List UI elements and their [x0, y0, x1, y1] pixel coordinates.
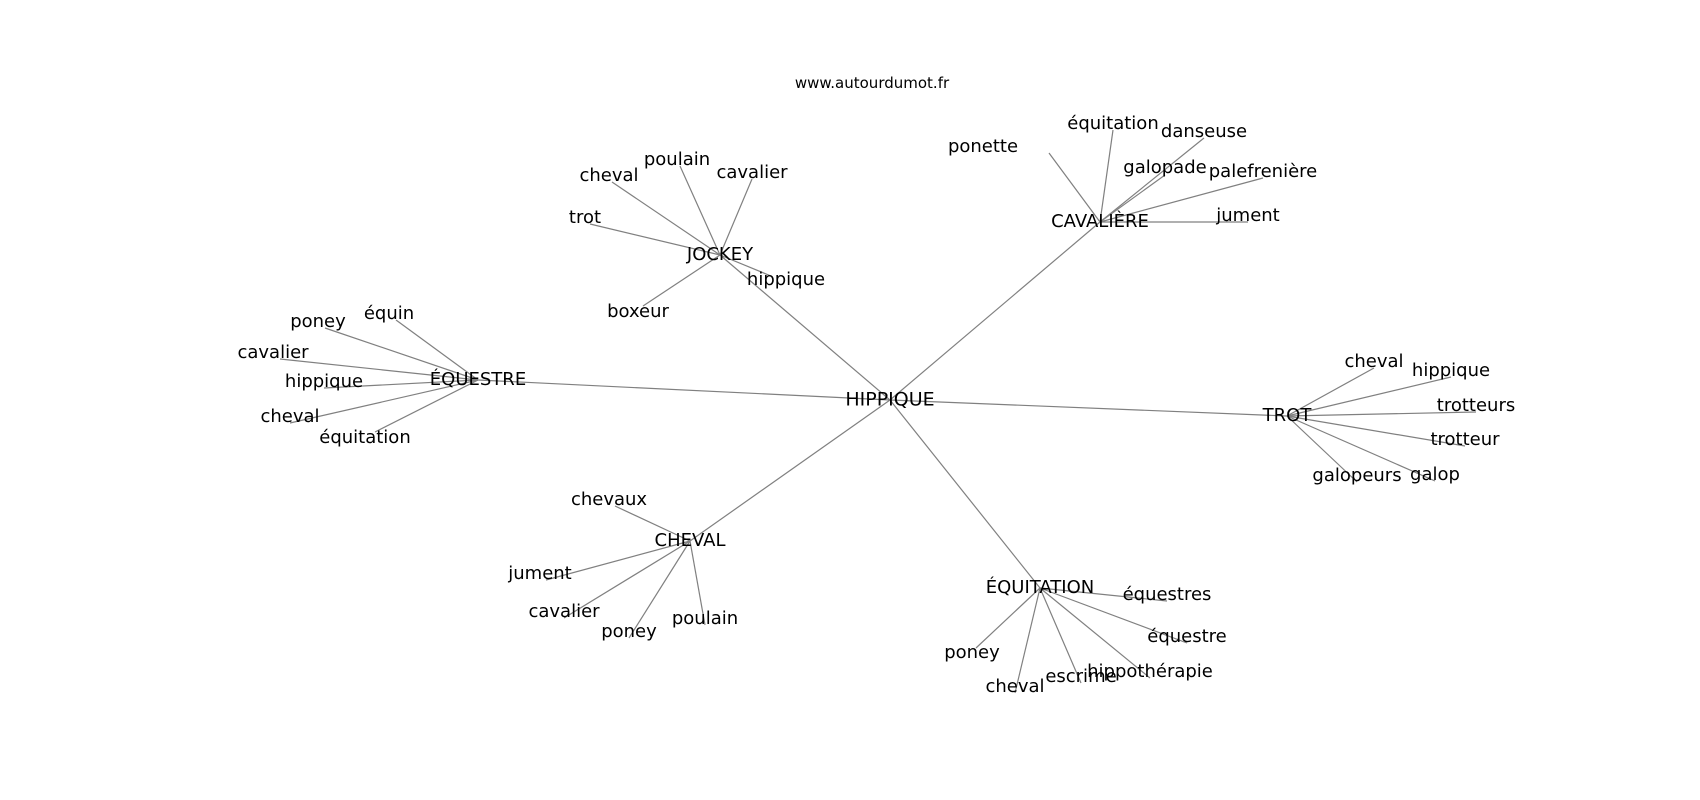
leaf-word: cheval: [1344, 351, 1403, 372]
leaf-word: cavalier: [237, 342, 309, 363]
leaf-word: équestres: [1123, 584, 1212, 605]
leaf-word: poulain: [672, 608, 738, 629]
edge-hub-to-leaf: [679, 165, 721, 256]
edge-center-to-hub: [889, 221, 1101, 401]
center-word: HIPPIQUE: [845, 389, 934, 411]
leaf-word: jument: [1215, 205, 1279, 226]
edge-hub-to-leaf: [1014, 587, 1041, 694]
edge-center-to-hub: [889, 399, 1041, 589]
leaf-word: poney: [290, 311, 346, 332]
edge-center-to-hub: [689, 399, 891, 542]
edge-hub-to-leaf: [1099, 177, 1264, 223]
edge-hub-to-leaf: [1286, 415, 1436, 482]
leaf-word: trot: [569, 207, 601, 228]
leaf-word: chevaux: [571, 489, 647, 510]
edge-hub-to-leaf: [324, 327, 479, 381]
edge-hub-to-leaf: [628, 540, 691, 639]
leaf-word: équestre: [1147, 626, 1227, 647]
edge-hub-to-leaf: [1039, 587, 1082, 684]
leaf-word: ponette: [948, 136, 1018, 157]
edge-hub-to-leaf: [1286, 411, 1477, 417]
leaf-word: équitation: [1067, 113, 1158, 134]
edge-hub-to-leaf: [1048, 152, 1101, 223]
edge-hub-to-leaf: [1099, 129, 1114, 223]
edge-hub-to-leaf: [289, 379, 479, 424]
edge-hub-to-leaf: [611, 181, 721, 256]
leaf-word: équin: [364, 303, 414, 324]
hub-word: ÉQUITATION: [986, 576, 1094, 598]
hub-word: TROT: [1262, 405, 1313, 426]
edge-hub-to-leaf: [563, 540, 691, 619]
edge-hub-to-leaf: [374, 379, 479, 433]
edge-hub-to-leaf: [1039, 587, 1188, 644]
leaf-word: hippique: [747, 269, 825, 290]
edge-hub-to-leaf: [719, 254, 772, 277]
edge-hub-to-leaf: [323, 379, 479, 389]
edge-hub-to-leaf: [975, 587, 1041, 649]
leaf-word: palefrenière: [1209, 161, 1318, 182]
leaf-word: hippique: [1412, 360, 1490, 381]
leaf-word: hippothérapie: [1087, 661, 1213, 682]
leaf-word: cavalier: [716, 162, 788, 183]
edge-hub-to-leaf: [545, 540, 691, 581]
leaf-word: cavalier: [528, 601, 600, 622]
labels-layer: www.autourdumot.fr HIPPIQUE cheval poulai…: [237, 74, 1515, 697]
leaf-word: poulain: [644, 149, 710, 170]
leaf-word: jument: [507, 563, 571, 584]
hub-word: CAVALIÈRE: [1051, 210, 1149, 232]
hub-word: CHEVAL: [655, 530, 726, 551]
leaf-word: galopeurs: [1312, 465, 1401, 486]
edge-hub-to-leaf: [1286, 415, 1358, 483]
leaf-word: boxeur: [607, 301, 669, 322]
leaf-word: poney: [601, 621, 657, 642]
edge-center-to-hub: [889, 399, 1288, 417]
leaf-word: danseuse: [1161, 121, 1247, 142]
edge-hub-to-leaf: [1099, 137, 1205, 223]
edge-center-to-hub: [719, 254, 891, 401]
edge-hub-to-leaf: [589, 223, 721, 256]
source-url: www.autourdumot.fr: [795, 74, 950, 92]
leaf-word: hippique: [285, 371, 363, 392]
edge-hub-to-leaf: [1286, 415, 1466, 447]
edge-hub-to-leaf: [1039, 587, 1168, 602]
hub-word: JOCKEY: [686, 244, 754, 265]
leaf-word: trotteurs: [1437, 395, 1515, 416]
hub-word: ÉQUESTRE: [430, 368, 526, 390]
leaf-word: galop: [1410, 464, 1460, 485]
edges-layer: [279, 129, 1477, 694]
edge-hub-to-leaf: [1099, 174, 1166, 223]
leaf-word: cheval: [985, 676, 1044, 697]
edge-hub-to-leaf: [1039, 587, 1151, 679]
edge-center-to-hub: [477, 379, 891, 401]
leaf-word: cheval: [260, 406, 319, 427]
leaf-word: poney: [944, 642, 1000, 663]
leaf-word: trotteur: [1430, 429, 1500, 450]
edge-hub-to-leaf: [689, 540, 706, 626]
edge-hub-to-leaf: [1286, 367, 1375, 417]
edge-hub-to-leaf: [642, 254, 721, 307]
leaf-word: cheval: [579, 165, 638, 186]
leaf-word: équitation: [319, 427, 410, 448]
leaf-word: escrime: [1045, 666, 1116, 687]
edge-hub-to-leaf: [719, 178, 753, 256]
leaf-word: galopade: [1123, 157, 1206, 178]
edge-hub-to-leaf: [614, 505, 691, 542]
edge-hub-to-leaf: [395, 319, 479, 381]
edge-hub-to-leaf: [279, 358, 479, 381]
edge-hub-to-leaf: [1286, 376, 1452, 417]
